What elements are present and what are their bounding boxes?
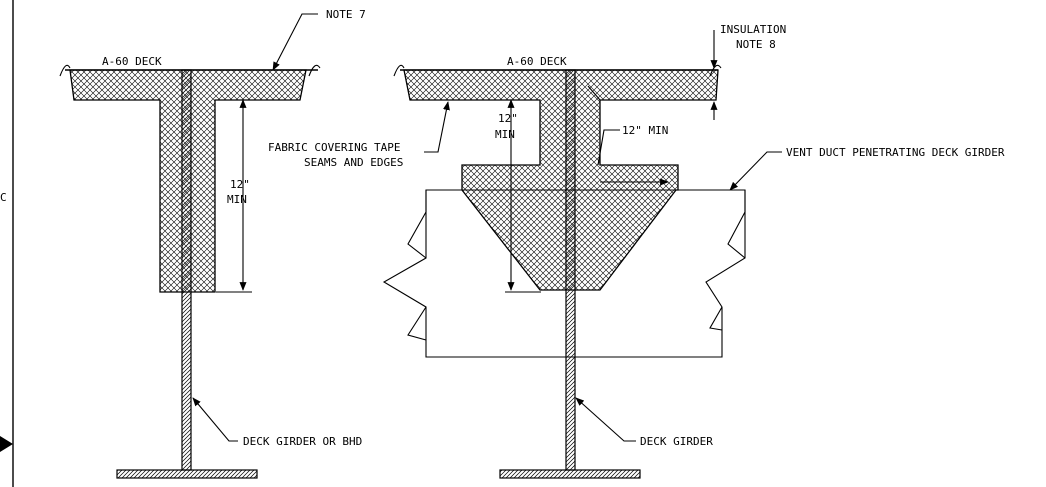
zone-marker-icon [0, 436, 13, 452]
left-girder-flange [116, 469, 258, 479]
left-note-label: NOTE 7 [326, 8, 366, 21]
right-dim-label: 12" [498, 112, 518, 125]
right-girder-flange [499, 469, 641, 479]
right-side-dim-label: 12" MIN [622, 124, 668, 137]
left-dim-label-min: MIN [227, 193, 247, 206]
fabric-label: FABRIC COVERING TAPE [268, 141, 400, 154]
right-girder-web [565, 69, 576, 471]
left-deck-label: A-60 DECK [102, 55, 162, 68]
right-girder-label: DECK GIRDER [640, 435, 713, 448]
insulation-note-label: NOTE 8 [736, 38, 776, 51]
right-insulation [403, 69, 719, 291]
insulation-label: INSULATION [720, 23, 786, 36]
right-deck-label: A-60 DECK [507, 55, 567, 68]
left-dim-label: 12" [230, 178, 250, 191]
right-detail: 12" MIN 12" MIN A-60 DECK INSULATION NOT… [268, 23, 1005, 479]
sheet-border: C [0, 0, 14, 487]
right-dim-label-min: MIN [495, 128, 515, 141]
left-girder-label: DECK GIRDER OR BHD [243, 435, 362, 448]
duct-label: VENT DUCT PENETRATING DECK GIRDER [786, 146, 1005, 159]
zone-letter: C [0, 191, 7, 204]
left-detail: 12" MIN A-60 DECK NOTE 7 DECK GIRDER OR … [59, 8, 366, 479]
left-girder-web [181, 69, 192, 471]
fabric-label-line2: SEAMS AND EDGES [304, 156, 403, 169]
vent-duct-outline [382, 189, 746, 358]
